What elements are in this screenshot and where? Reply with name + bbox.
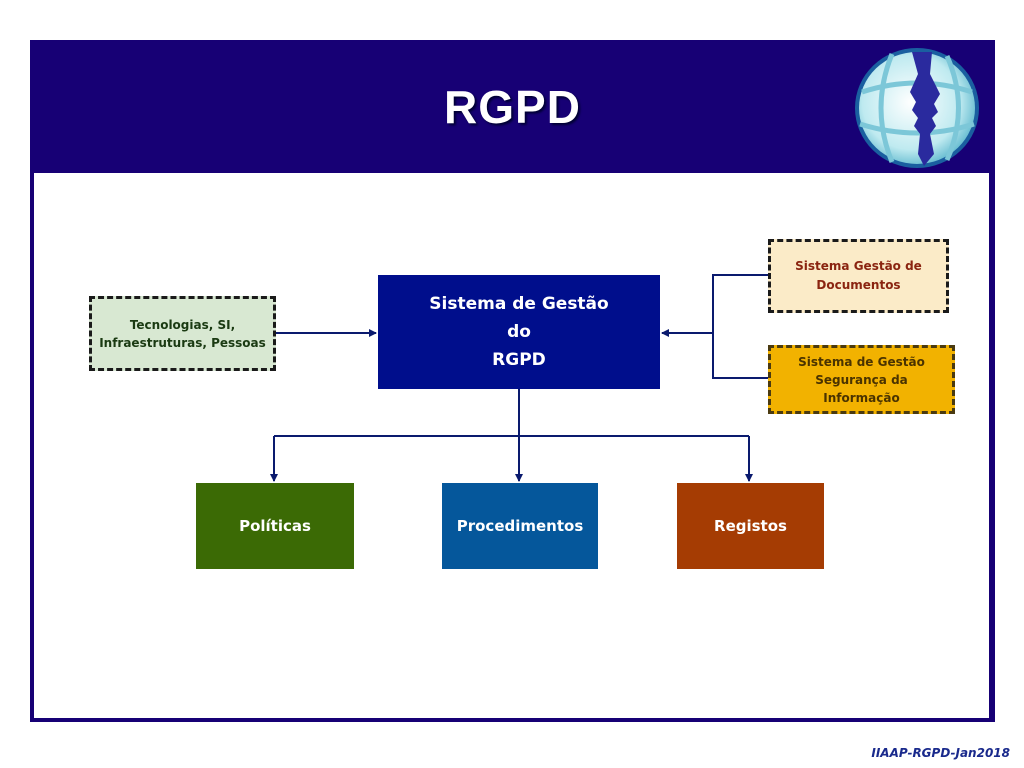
box-line: Tecnologias, SI, xyxy=(129,317,236,332)
footer-label: IIAAP-RGPD-Jan2018 xyxy=(871,746,1010,760)
output-box-politicas: Políticas xyxy=(196,483,354,569)
input-box-information-security: Sistema de Gestão Segurança da Informaçã… xyxy=(768,345,955,414)
output-box-registos: Registos xyxy=(677,483,824,569)
box-label: Registos xyxy=(714,517,787,535)
box-label: Procedimentos xyxy=(456,517,584,535)
box-label: Políticas xyxy=(239,517,311,535)
box-line: Sistema de Gestão xyxy=(798,354,925,369)
input-box-document-management: Sistema Gestão de Documentos xyxy=(768,239,949,313)
box-line: Segurança da xyxy=(815,372,908,387)
box-line: do xyxy=(507,322,531,342)
box-line: Informação xyxy=(823,390,900,405)
box-line: Sistema Gestão de xyxy=(795,259,922,273)
box-line: Documentos xyxy=(816,278,901,292)
box-line: Infraestruturas, Pessoas xyxy=(99,335,266,350)
center-box-rgpd-management-system: Sistema de Gestão do RGPD xyxy=(378,275,660,389)
slide-title: RGPD xyxy=(444,80,581,133)
globe-faces-logo-icon xyxy=(855,48,979,168)
box-line: Sistema de Gestão xyxy=(429,294,609,314)
output-box-procedimentos: Procedimentos xyxy=(442,483,598,569)
input-box-technologies: Tecnologias, SI, Infraestruturas, Pessoa… xyxy=(89,296,276,371)
box-line: RGPD xyxy=(492,350,546,370)
